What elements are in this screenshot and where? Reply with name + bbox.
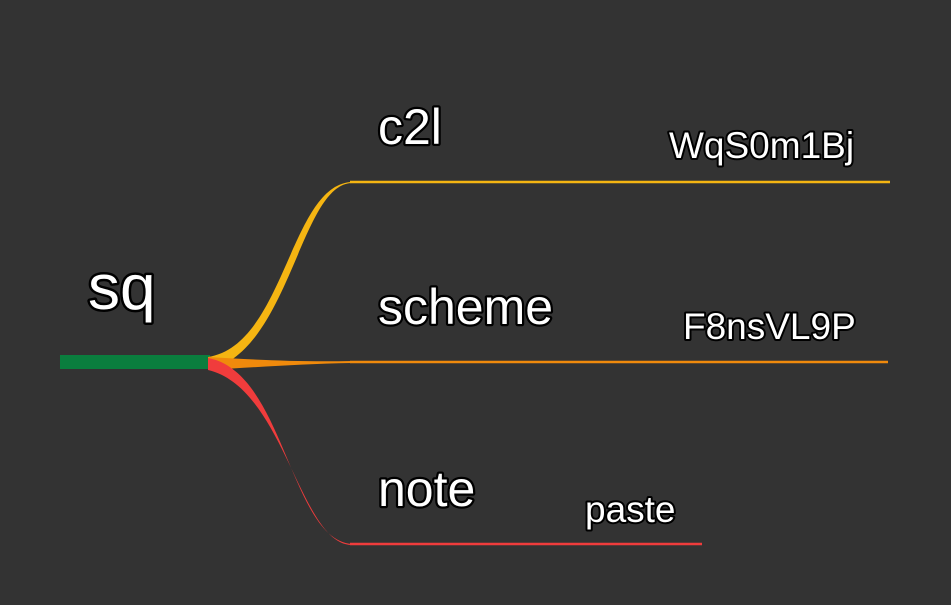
branch-node-c2l[interactable]: c2l: [376, 97, 444, 158]
branch-curve-c2l: [208, 182, 352, 370]
root-bar: [60, 355, 210, 369]
root-node-label[interactable]: sq: [86, 249, 159, 326]
branch-curve-scheme: [208, 357, 352, 370]
leaf-node-WqS0m1Bj[interactable]: WqS0m1Bj: [667, 123, 856, 168]
branch-node-note[interactable]: note: [376, 459, 478, 520]
branch-node-scheme[interactable]: scheme: [376, 277, 556, 338]
leaf-node-paste[interactable]: paste: [583, 487, 678, 532]
leaf-node-F8nsVL9P[interactable]: F8nsVL9P: [681, 304, 858, 349]
branch-curve-note: [208, 358, 352, 545]
